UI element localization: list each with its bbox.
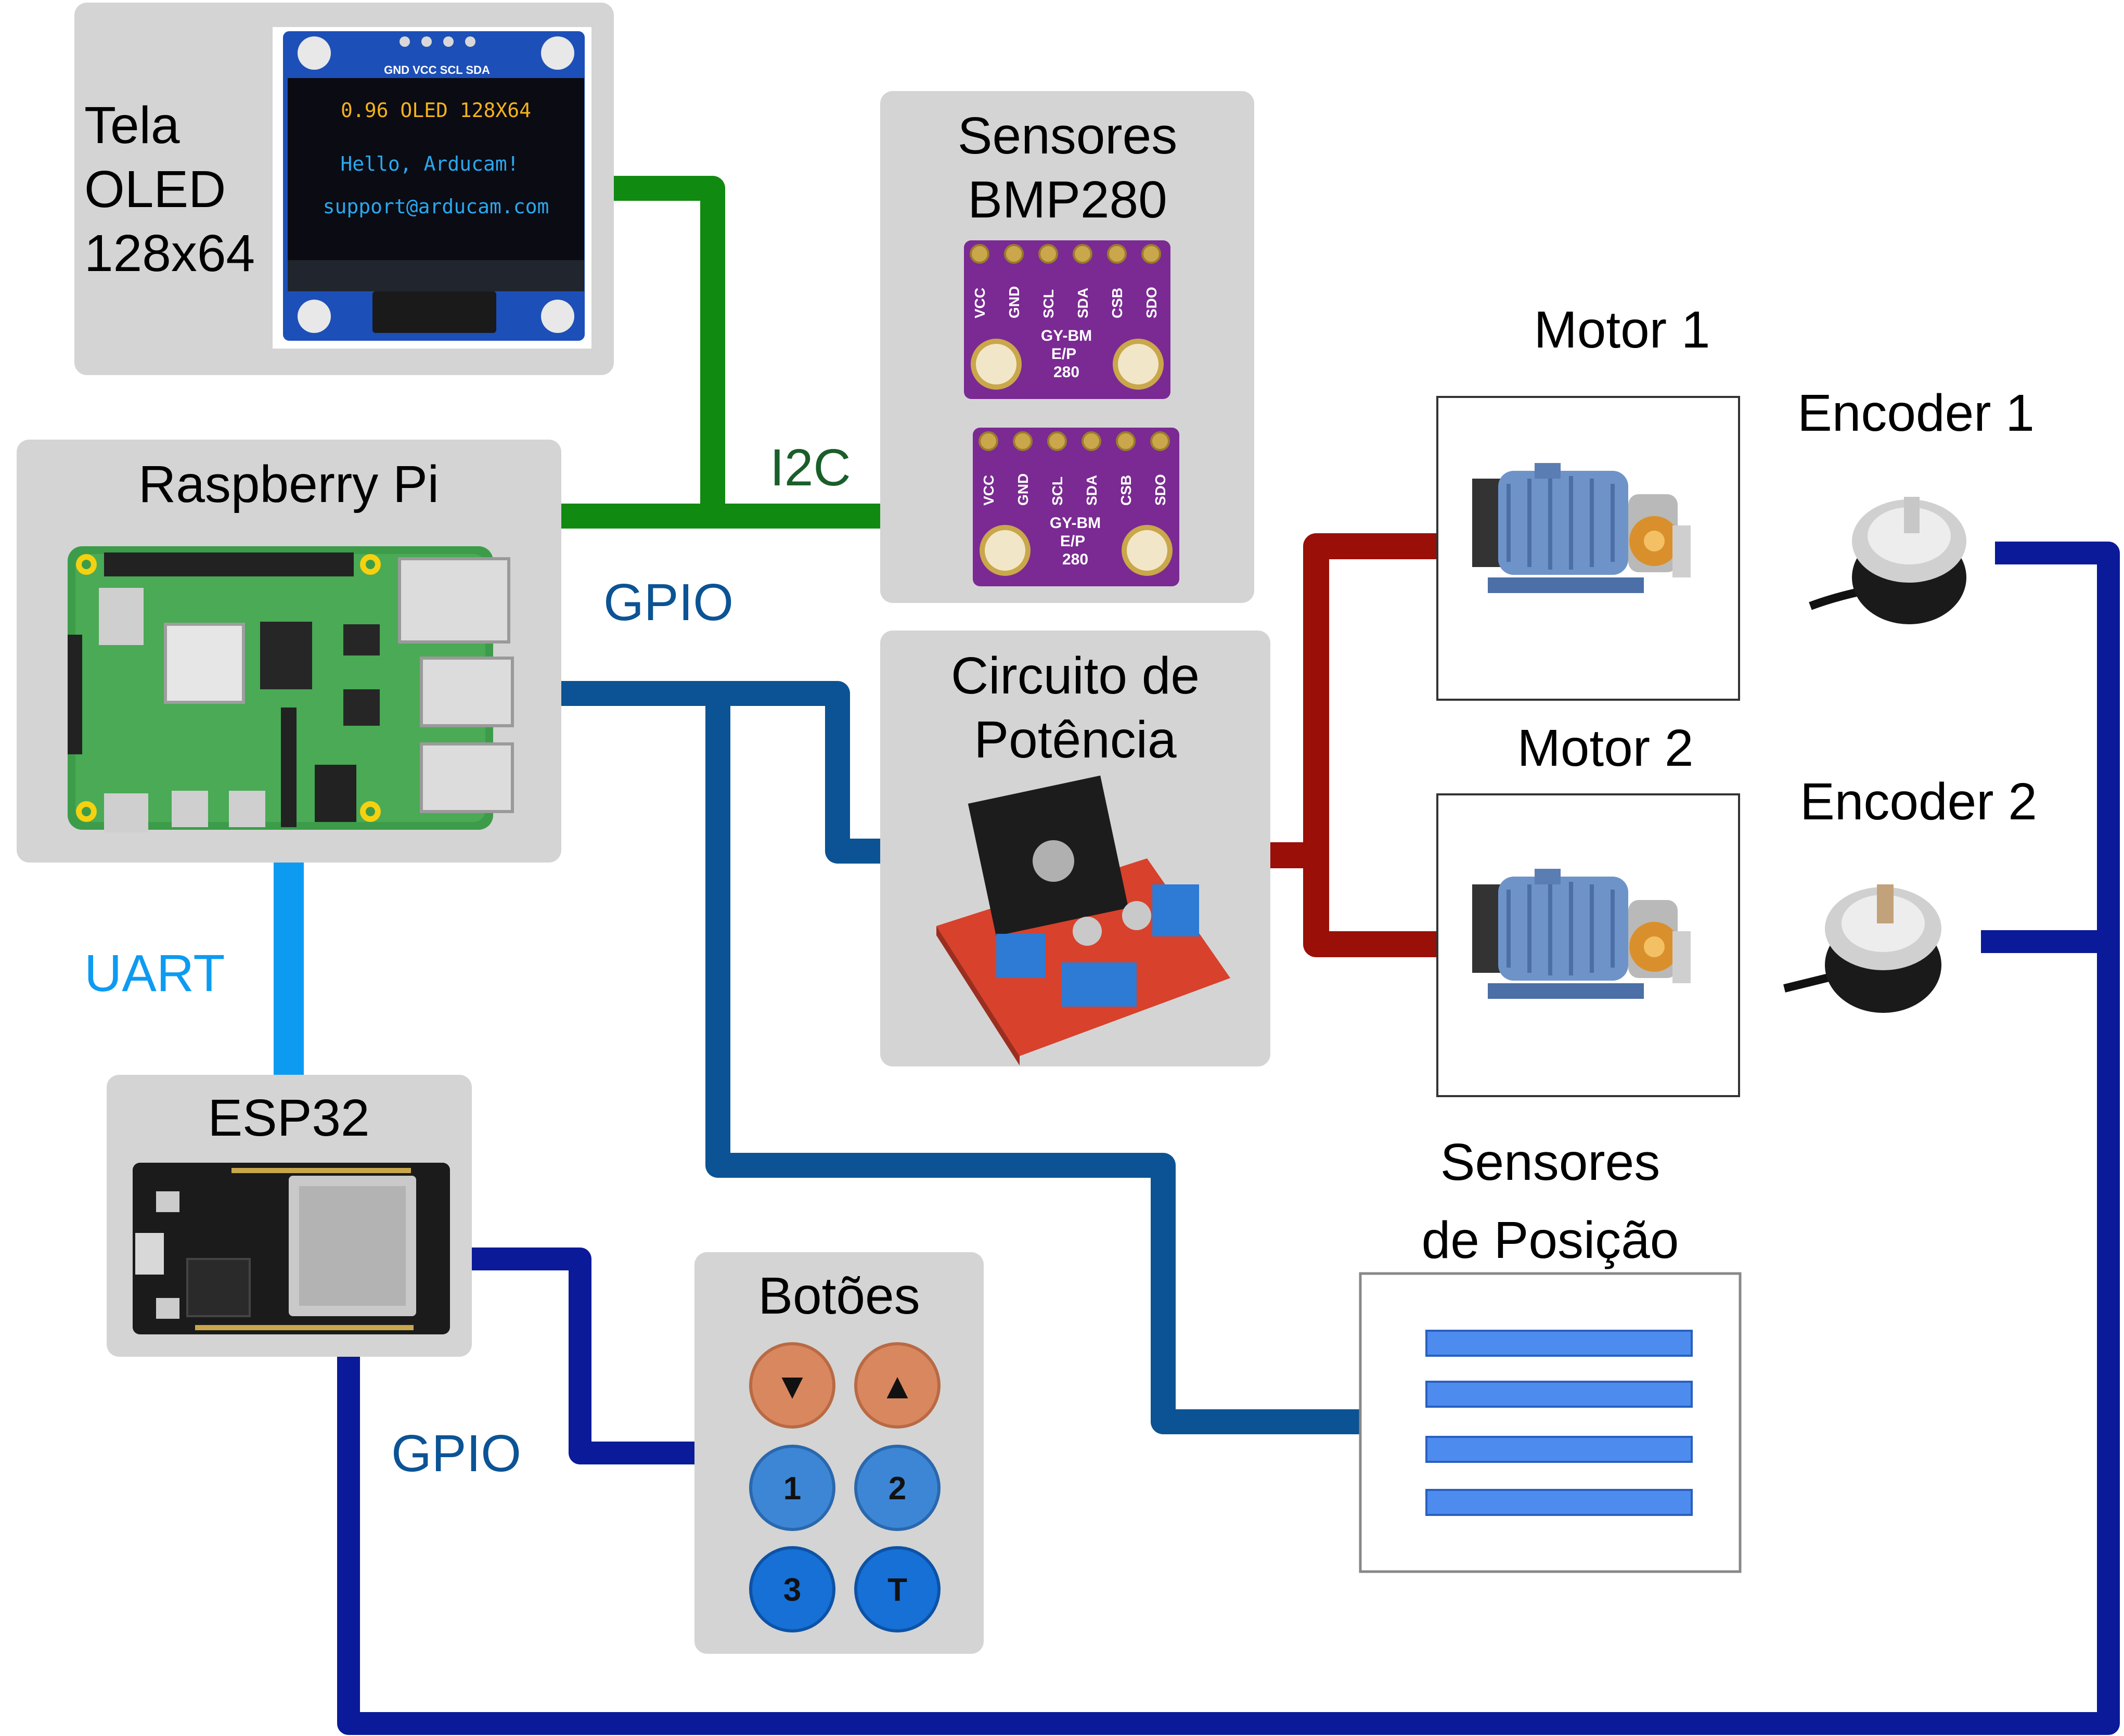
- motor2-title: Motor 2: [1517, 719, 1693, 777]
- bmp1-pin-csb: CSB: [1109, 288, 1125, 318]
- gpio-esp-label: GPIO: [391, 1424, 521, 1483]
- bmp1-chip-line3: 280: [1053, 364, 1079, 381]
- bmp2-chip-line3: 280: [1062, 551, 1088, 568]
- esp32-title: ESP32: [208, 1089, 369, 1147]
- button-2-label: 2: [889, 1471, 906, 1507]
- oled-screen-line1: 0.96 OLED 128X64: [341, 99, 531, 122]
- oled-label-line1: Tela: [84, 96, 180, 155]
- button-3[interactable]: 3: [749, 1546, 835, 1632]
- position-sensor-bar: [1425, 1330, 1693, 1357]
- oled-screen-line3: support@arducam.com: [323, 195, 549, 218]
- position-sensor-bar: [1425, 1489, 1693, 1516]
- button-2[interactable]: 2: [854, 1445, 941, 1531]
- bmp280-title-line1: Sensores: [958, 107, 1177, 165]
- bmp2-pin-scl: SCL: [1049, 477, 1065, 506]
- position-sensor-bar: [1425, 1436, 1693, 1463]
- bmp1-pin-sda: SDA: [1075, 288, 1091, 318]
- i2c-label: I2C: [770, 439, 851, 497]
- gpio-wire-encoders: [337, 542, 2120, 1735]
- bmp1-chip-line2: E/P: [1051, 345, 1076, 363]
- button-1[interactable]: 1: [749, 1445, 835, 1531]
- raspberry-pi-board-image: [68, 546, 514, 832]
- power-circuit-title-line1: Circuito de: [951, 647, 1200, 705]
- gpio-wire-power: [561, 681, 880, 864]
- motor2-image: [1472, 869, 1691, 999]
- power-wire-motor2: [1303, 855, 1437, 957]
- button-down-label: ▼: [774, 1366, 810, 1406]
- bmp280-board-2: VCC GND SCL SDA CSB SDO GY-BM E/P 280: [973, 428, 1179, 586]
- gpio-rpi-label: GPIO: [603, 573, 733, 632]
- i2c-wire-oled: [614, 176, 725, 516]
- button-up[interactable]: ▲: [854, 1342, 941, 1429]
- button-1-label: 1: [783, 1471, 801, 1507]
- bmp1-pin-sdo: SDO: [1143, 287, 1160, 318]
- buttons-title: Botões: [758, 1267, 920, 1325]
- button-down[interactable]: ▼: [749, 1342, 835, 1429]
- gpio-wire-buttons: [472, 1248, 694, 1464]
- bmp1-pin-vcc: VCC: [972, 288, 988, 318]
- motor1-image: [1472, 463, 1691, 593]
- esp32-board-image: [133, 1163, 450, 1334]
- uart-label: UART: [84, 944, 225, 1002]
- position-sensors-title-line1: Sensores: [1440, 1133, 1660, 1191]
- bmp2-pin-sda: SDA: [1084, 475, 1100, 506]
- oled-screen-line2: Hello, Arducam!: [340, 152, 519, 175]
- bmp280-title-line2: BMP280: [968, 171, 1167, 229]
- encoder2-title: Encoder 2: [1800, 773, 2037, 831]
- encoder2-image: [1783, 884, 1941, 1013]
- encoder1-title: Encoder 1: [1797, 384, 2035, 442]
- button-3-label: 3: [783, 1572, 801, 1608]
- bmp2-pin-vcc: VCC: [981, 475, 997, 506]
- power-wire-motor1: [1270, 533, 1437, 868]
- bmp2-chip-line2: E/P: [1060, 533, 1085, 550]
- bmp2-pin-sdo: SDO: [1152, 474, 1168, 506]
- bmp2-pin-csb: CSB: [1118, 475, 1134, 506]
- encoder1-image: [1809, 497, 1966, 624]
- bmp1-pin-scl: SCL: [1040, 289, 1057, 318]
- power-circuit-title-line2: Potência: [974, 711, 1177, 769]
- position-sensors-frame: [1359, 1272, 1742, 1573]
- button-up-label: ▲: [879, 1366, 915, 1406]
- position-sensors-title-line2: de Posição: [1422, 1211, 1679, 1269]
- position-sensor-bars: [1425, 1330, 1693, 1516]
- oled-label-line3: 128x64: [84, 224, 255, 282]
- bmp2-pin-gnd: GND: [1015, 473, 1031, 506]
- motor1-title: Motor 1: [1534, 301, 1710, 359]
- button-t[interactable]: T: [854, 1546, 941, 1632]
- oled-label-line2: OLED: [84, 160, 226, 218]
- button-t-label: T: [887, 1572, 907, 1608]
- position-sensor-bar: [1425, 1381, 1693, 1408]
- power-driver-board-image: [936, 775, 1230, 1065]
- raspberry-pi-title: Raspberry Pi: [138, 455, 439, 513]
- oled-display-image: GND VCC SCL SDA 0.96 OLED 128X64 Hello, …: [273, 27, 591, 349]
- bmp280-board-1: VCC GND SCL SDA CSB SDO GY-BM E/P 280: [964, 240, 1170, 399]
- gpio-wire-position: [705, 693, 1360, 1434]
- bmp2-chip-line1: GY-BM: [1050, 515, 1101, 532]
- bmp1-pin-gnd: GND: [1006, 286, 1022, 318]
- bmp1-chip-line1: GY-BM: [1041, 327, 1092, 344]
- oled-pins: GND VCC SCL SDA: [384, 63, 490, 76]
